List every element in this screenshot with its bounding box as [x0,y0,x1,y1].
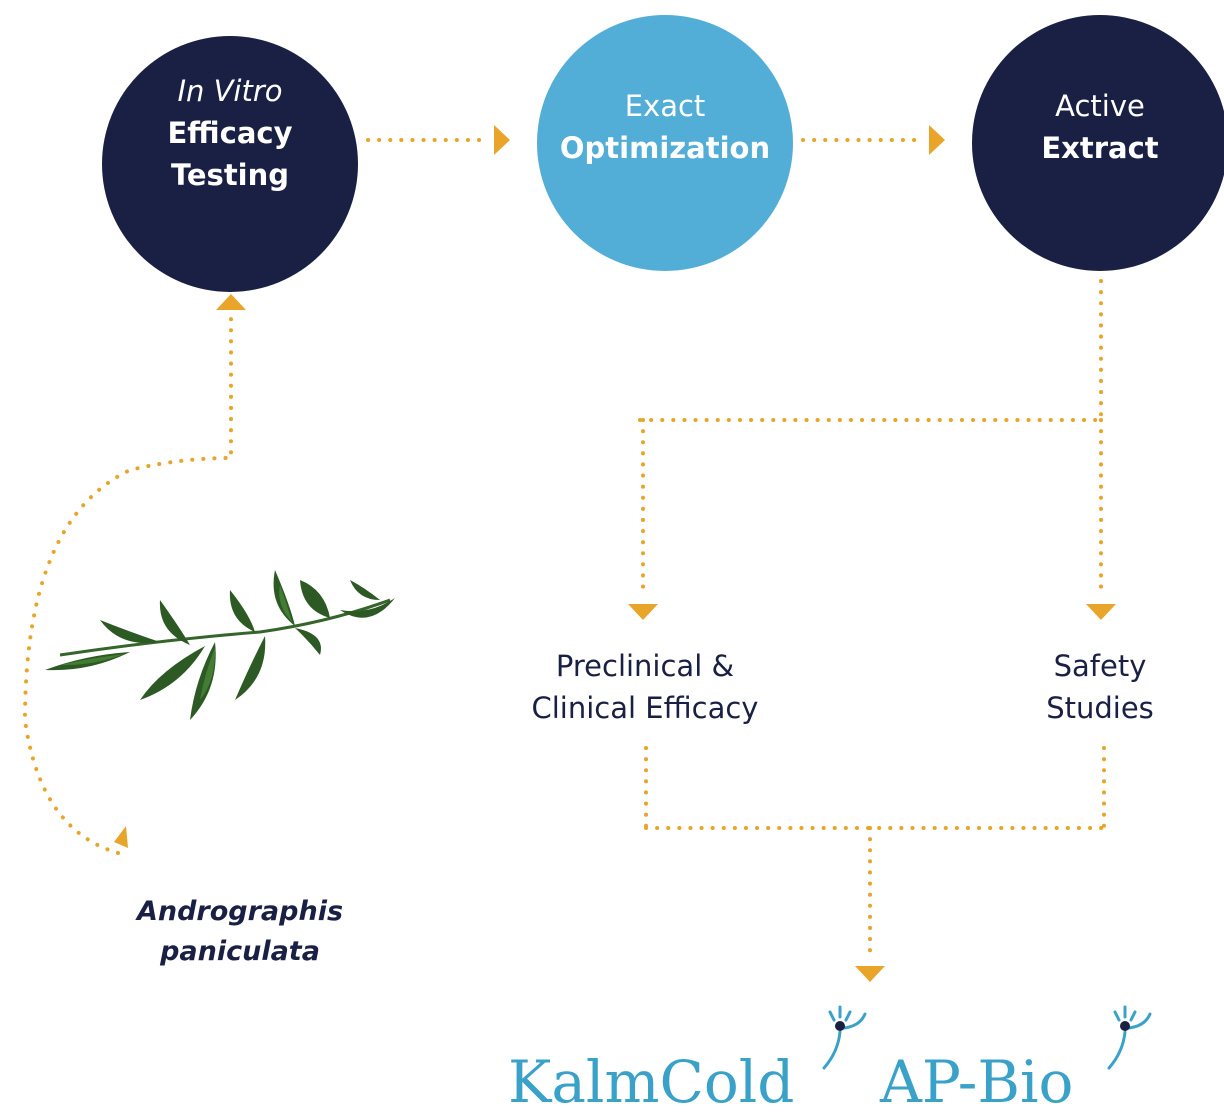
node-invitro-line1: In Vitro [177,74,283,108]
andrographis-plant-icon [45,570,395,720]
node-exact-optimization: Exact Optimization [537,15,793,271]
triangle-arrow-icon [628,604,658,620]
outcome-safety-line2: Studies [1046,691,1154,725]
node-exact-line2: Optimization [559,131,771,165]
node-active-line2: Extract [1041,131,1159,165]
outcome-preclinical-line2: Clinical Efficacy [531,691,759,725]
node-invitro-efficacy-testing: In Vitro Efficacy Testing [102,36,358,292]
outcome-preclinical-clinical-efficacy: Preclinical & Clinical Efficacy [490,645,800,729]
brand-logo-kalmcold: KalmCold [508,1048,795,1116]
node-active-extract: Active Extract [972,15,1224,271]
species-label-andrographis-paniculata: Andrographis paniculata [90,892,390,972]
triangle-arrow-icon [114,826,128,848]
brand-logo-apbio: AP-Bio [880,1048,1074,1116]
outcome-preclinical-line1: Preclinical & [555,649,735,683]
node-active-line1: Active [1055,89,1145,123]
triangle-arrow-icon [494,125,510,155]
species-line2: paniculata [160,936,320,967]
node-exact-line1: Exact [624,89,706,123]
node-invitro-line2: Efficacy [167,116,293,150]
triangle-arrow-icon [929,125,945,155]
outcome-safety-line1: Safety [1053,649,1147,683]
figure-splash-icon [822,1005,867,1070]
node-invitro-line3: Testing [170,158,290,192]
triangle-arrow-icon [855,966,885,982]
triangle-arrow-icon [216,294,246,310]
species-line1: Andrographis [136,896,344,927]
figure-splash-icon [1107,1005,1152,1070]
outcome-safety-studies: Safety Studies [1010,645,1190,729]
connector-plant-to-invitro [22,310,233,855]
triangle-arrow-icon [1086,604,1116,620]
